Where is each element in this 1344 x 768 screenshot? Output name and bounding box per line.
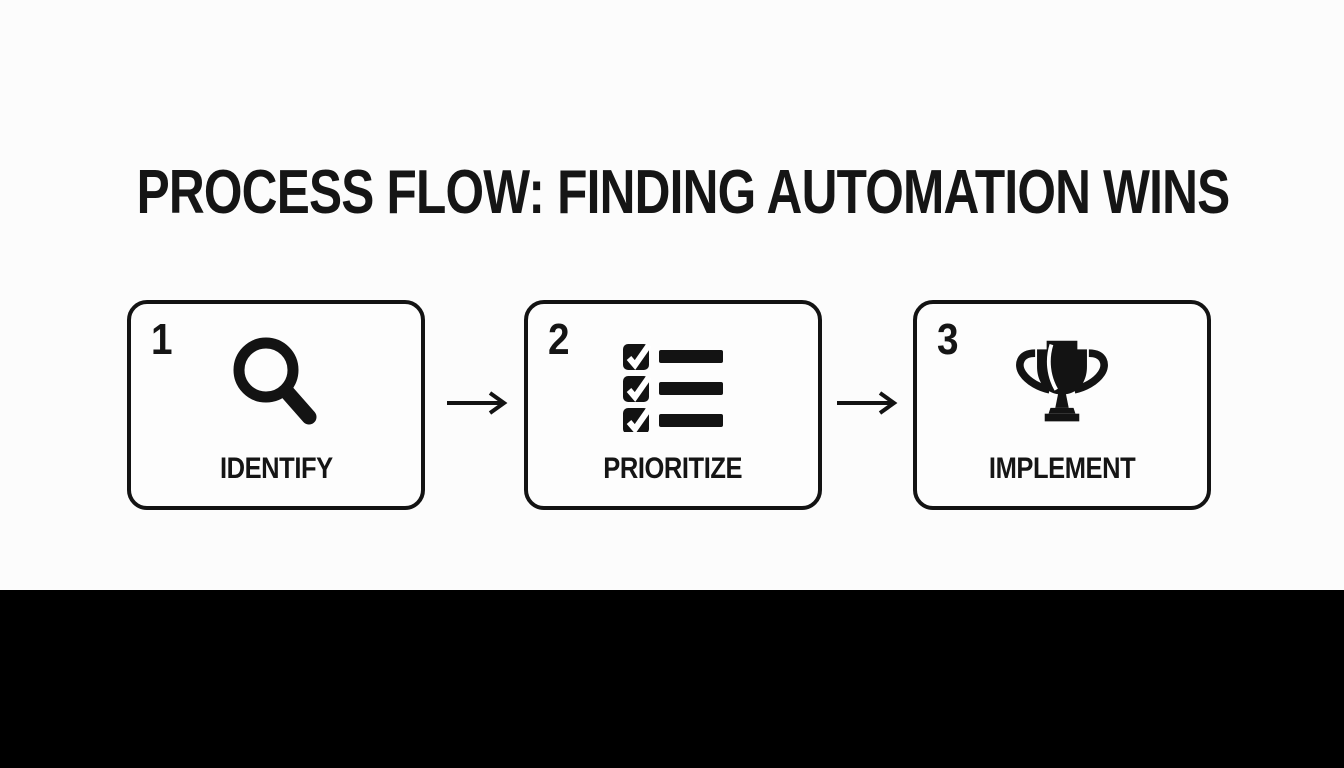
checklist-icon (528, 332, 818, 432)
bottom-black-bar (0, 590, 1344, 768)
step-box-implement: 3 IMPLEMENT (913, 300, 1211, 510)
step-box-prioritize: 2 PRIORITIZE (524, 300, 822, 510)
step-label: IDENTIFY (219, 452, 333, 485)
page-title-text: PROCESS FLOW: FINDING AUTOMATION WINS (136, 158, 1231, 227)
trophy-icon (917, 334, 1207, 430)
step-number: 3 (937, 315, 959, 364)
step-box-identify: 1 IDENTIFY (127, 300, 425, 510)
arrow-right-icon (446, 390, 512, 416)
page-title: PROCESS FLOW: FINDING AUTOMATION WINS (0, 162, 1344, 224)
arrow-right-icon (836, 390, 902, 416)
step-label: PRIORITIZE (603, 452, 743, 485)
step-number: 2 (548, 315, 570, 364)
step-number: 1 (151, 315, 173, 364)
step-label: IMPLEMENT (988, 452, 1136, 485)
magnifier-icon (131, 332, 421, 432)
